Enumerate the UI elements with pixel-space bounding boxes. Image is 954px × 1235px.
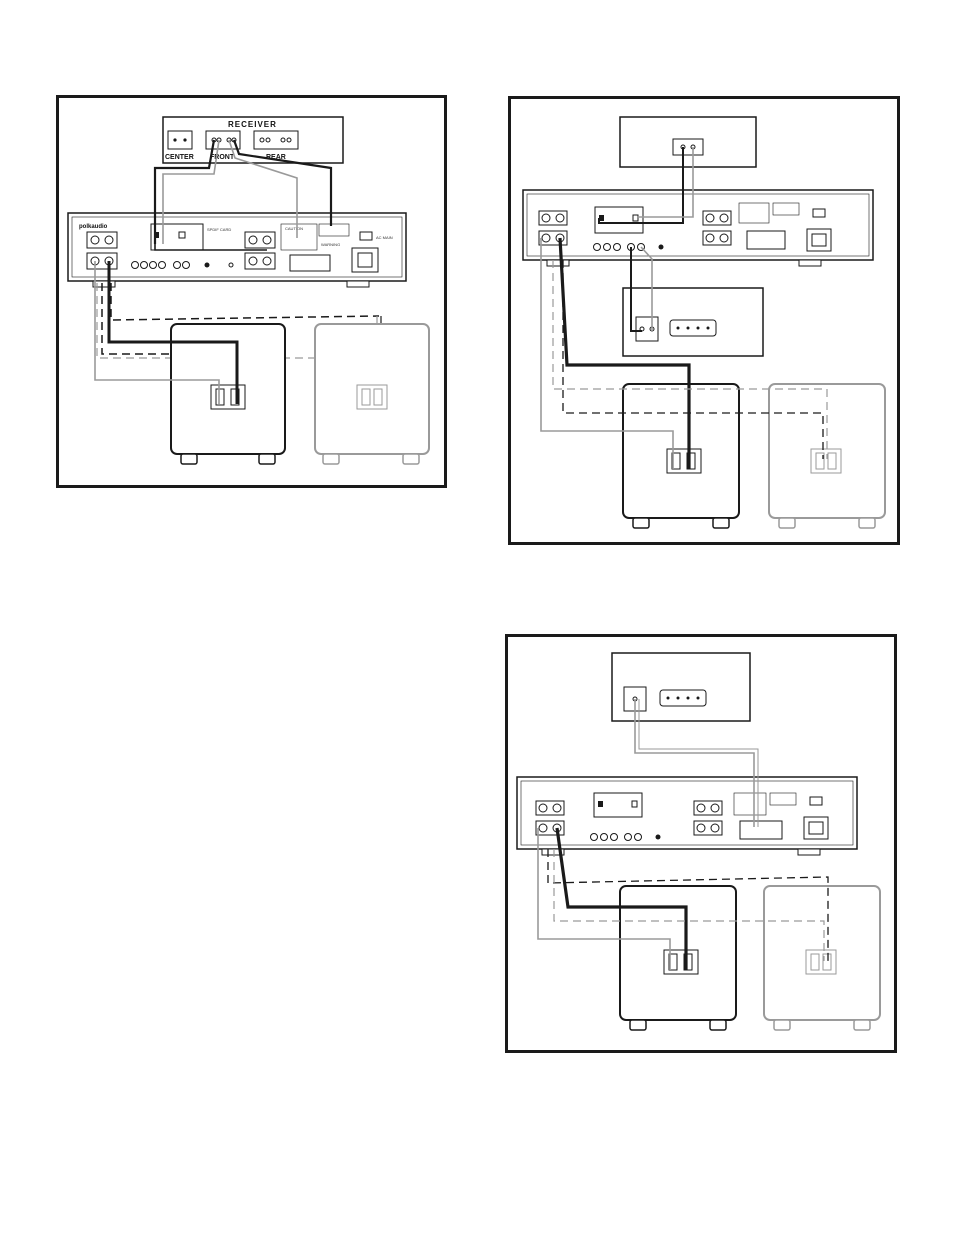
receiver-hookup-diagram: RECEIVER CENTER FRONT REAR polkaudio SPD…	[59, 98, 444, 485]
subwoofer-secondary	[764, 886, 880, 1030]
amp-spdif-label: SPDIF CARD	[207, 227, 231, 232]
diagram-panel-receiver-hookup: RECEIVER CENTER FRONT REAR polkaudio SPD…	[56, 95, 447, 488]
source-component-top	[620, 117, 756, 167]
amp-caution-label: CAUTION	[285, 226, 303, 231]
source-component-middle	[623, 288, 763, 356]
diagram-panel-single-input-hookup	[505, 634, 897, 1053]
single-input-hookup-diagram	[508, 637, 894, 1050]
subwoofer-primary	[171, 324, 285, 464]
subwoofer-secondary	[315, 324, 429, 464]
subwoofer-primary	[623, 384, 739, 528]
receiver-title: RECEIVER	[228, 120, 277, 129]
source-component-top	[612, 653, 750, 721]
receiver-channel-front: FRONT	[210, 154, 235, 161]
amp-brand-logo: polkaudio	[79, 224, 108, 230]
diagram-panel-line-level-hookup	[508, 96, 900, 545]
amp-ac-main-label: AC MAIN	[376, 235, 393, 240]
amplifier-rear-panel	[523, 190, 873, 266]
amp-warning-label: WARNING	[321, 242, 340, 247]
receiver-channel-center: CENTER	[165, 154, 194, 161]
amplifier-rear-panel	[517, 777, 857, 855]
line-level-hookup-diagram	[511, 99, 897, 542]
